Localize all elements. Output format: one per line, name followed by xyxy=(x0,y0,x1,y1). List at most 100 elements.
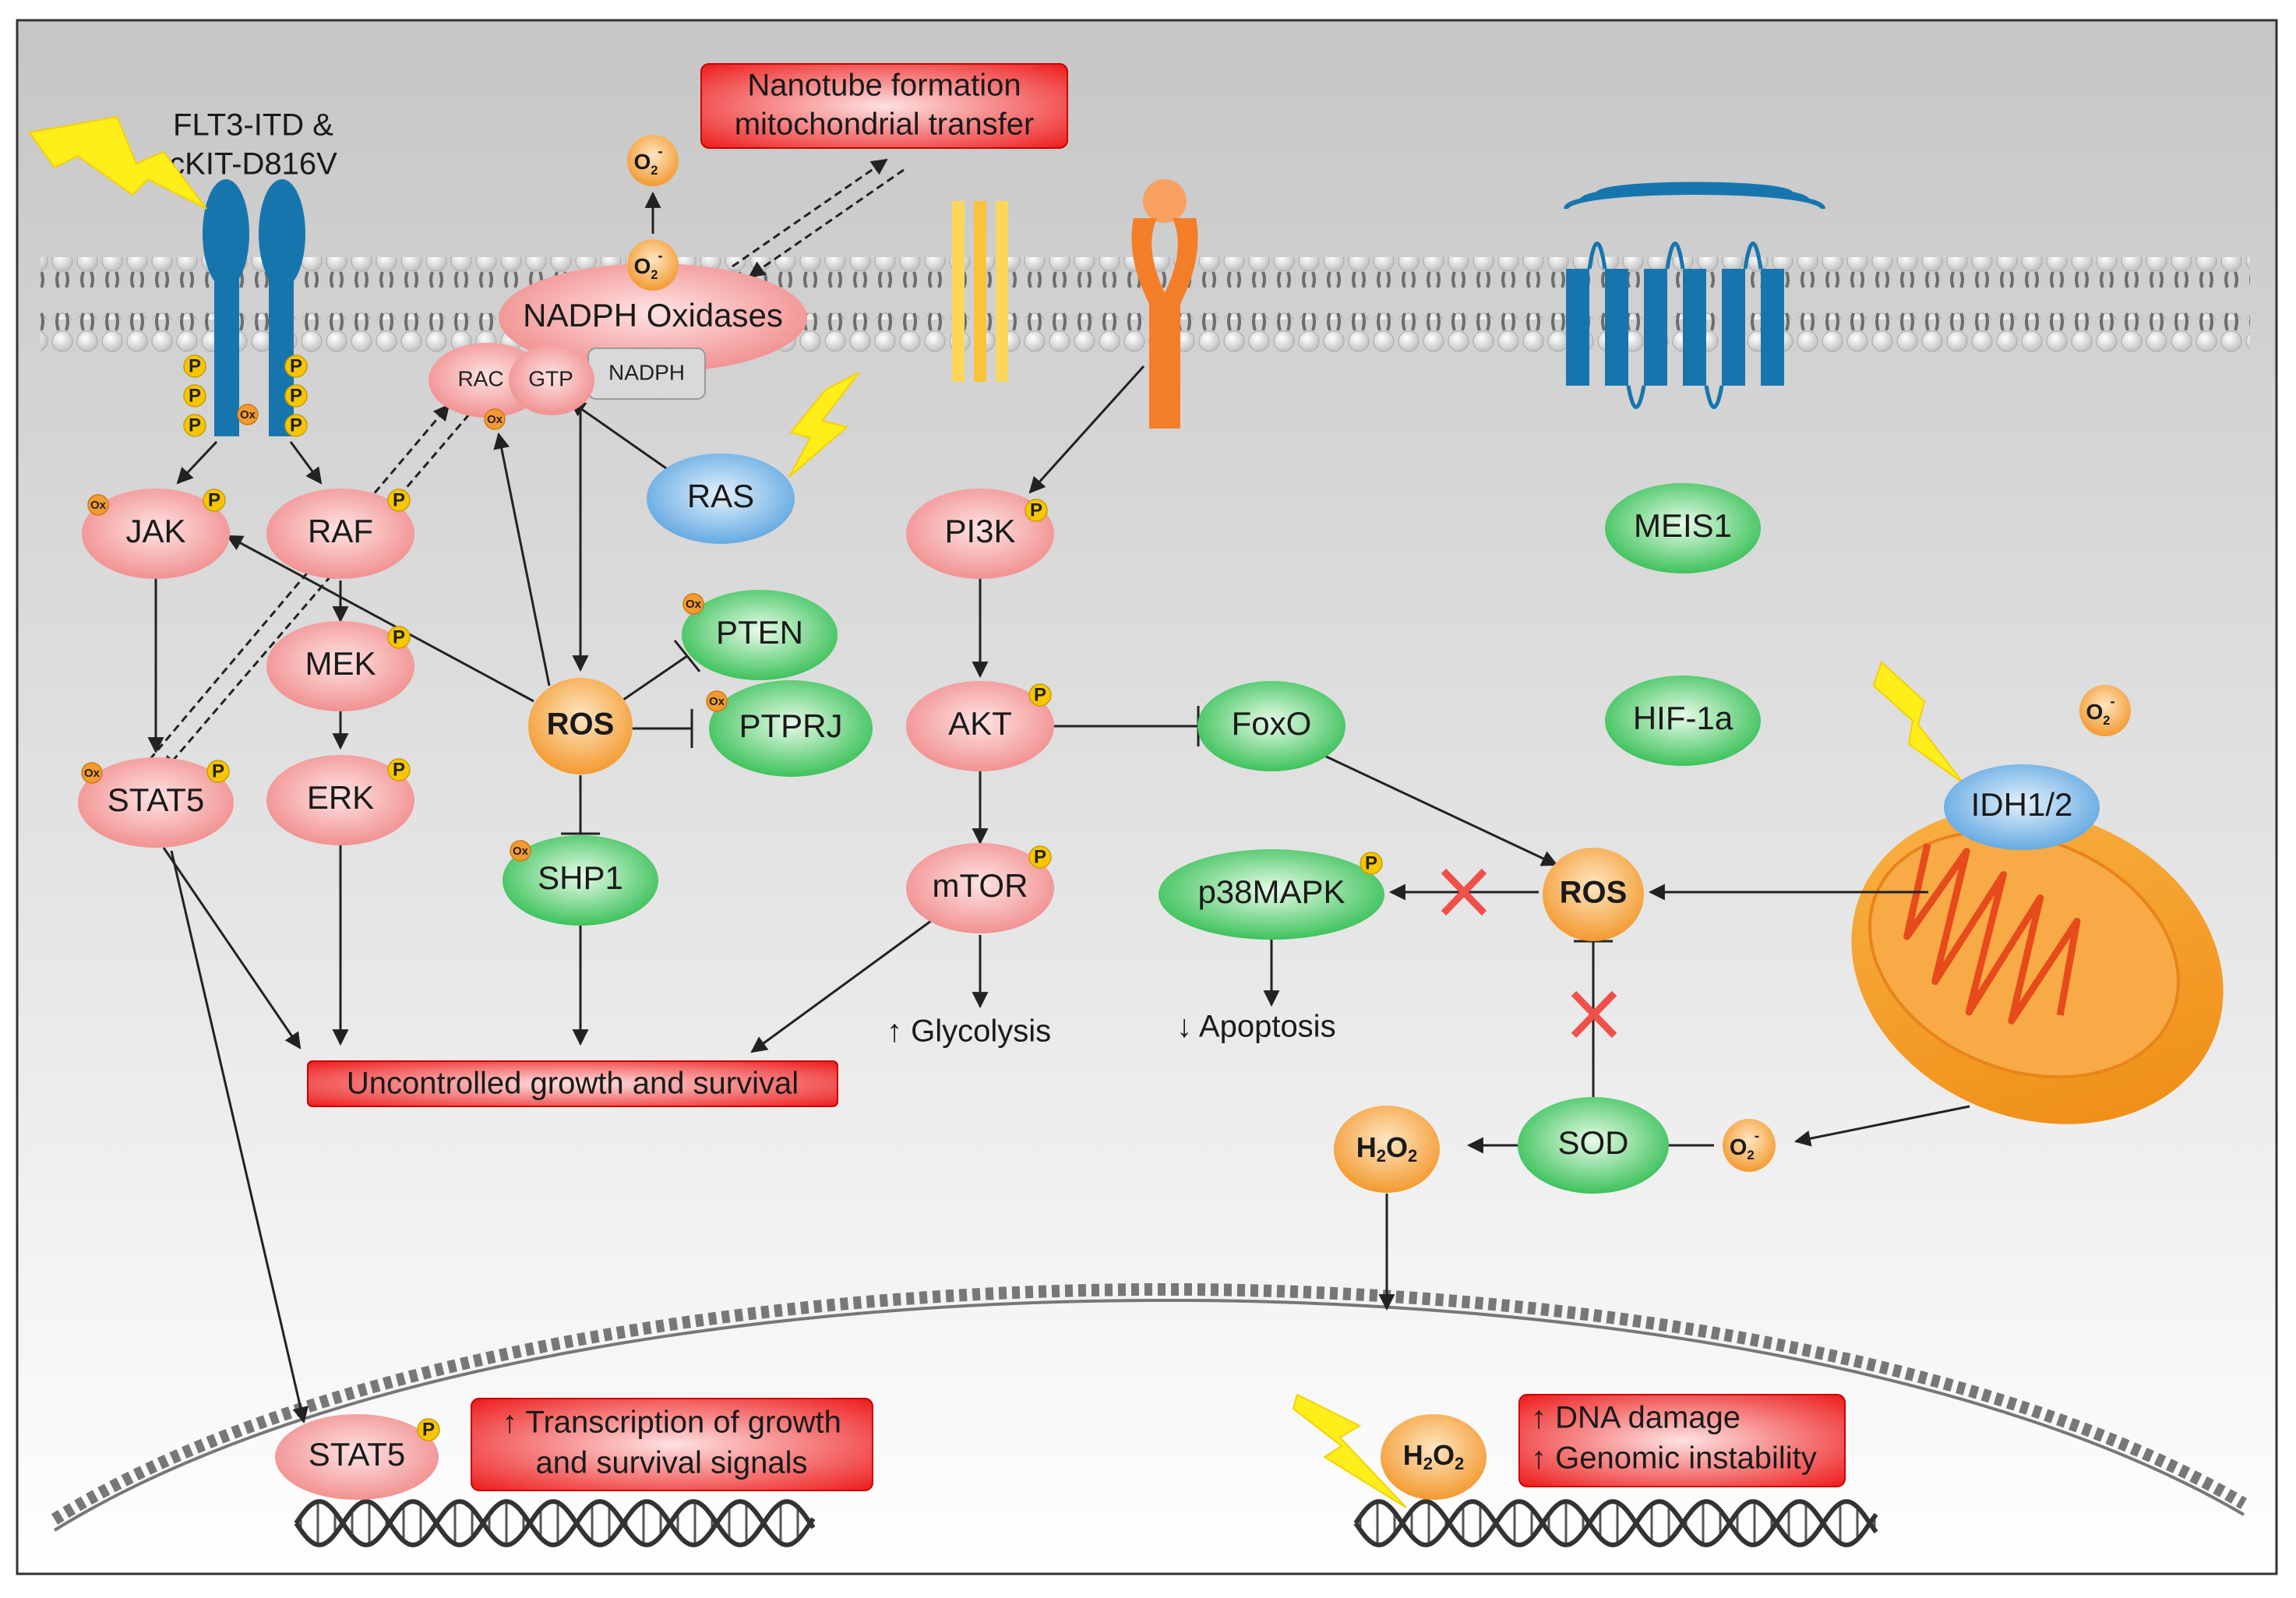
phospho-label: P xyxy=(422,1419,435,1440)
oxidation-label: Ox xyxy=(90,499,107,512)
uncontrolled-growth-text: Uncontrolled growth and survival xyxy=(347,1067,799,1101)
lightning-icon xyxy=(1292,1393,1407,1508)
stat5-node: STAT5 xyxy=(78,757,234,848)
erk-label: ERK xyxy=(307,779,374,816)
h2o2-o: O xyxy=(1386,1131,1408,1163)
foxo-label: FoxO xyxy=(1232,705,1312,742)
sod-label: SOD xyxy=(1557,1124,1628,1161)
h2o2-h: H xyxy=(1403,1439,1423,1471)
mek-node: MEK xyxy=(266,621,414,711)
dna-helix-left xyxy=(294,1499,816,1547)
raf-label: RAF xyxy=(308,513,373,549)
glycolysis-label: ↑ Glycolysis xyxy=(887,1014,1051,1049)
svg-text:H2O2: H2O2 xyxy=(1403,1439,1465,1473)
dna-damage-banner: ↑ DNA damage ↑ Genomic instability xyxy=(1518,1394,1846,1487)
phospho-label: P xyxy=(189,355,201,376)
gtp-label: GTP xyxy=(528,366,573,390)
h2o2-sub2: 2 xyxy=(1455,1454,1464,1473)
superoxide-sup: - xyxy=(658,143,662,159)
superoxide-o: O xyxy=(633,254,651,278)
phospho-label: P xyxy=(1030,499,1042,520)
h2o2-sub1: 2 xyxy=(1423,1454,1433,1473)
h2o2-cytoplasm: H2O2 xyxy=(1334,1106,1440,1193)
oxidation-badge: Ox xyxy=(87,494,109,516)
oxidation-badge: Ox xyxy=(682,593,704,615)
phospho-label: P xyxy=(189,414,201,436)
nanotube-banner-line1: Nanotube formation xyxy=(747,69,1021,103)
dna-damage-line1: ↑ DNA damage xyxy=(1531,1401,1741,1435)
meis1-label: MEIS1 xyxy=(1634,507,1732,544)
pten-label: PTEN xyxy=(716,614,803,651)
svg-text:O2-: O2- xyxy=(2086,693,2114,728)
oxidation-label: Ox xyxy=(487,413,503,426)
ptprj-label: PTPRJ xyxy=(739,707,842,744)
phospho-badge: P xyxy=(387,489,411,512)
phospho-label: P xyxy=(393,626,405,647)
transcription-banner-line1: ↑ Transcription of growth xyxy=(502,1406,841,1440)
h2o2-o: O xyxy=(1433,1439,1455,1471)
p38mapk-label: p38MAPK xyxy=(1197,873,1345,910)
receptor-label-line1: FLT3-ITD & xyxy=(173,108,333,143)
phospho-badge: P xyxy=(1028,683,1052,707)
mek-label: MEK xyxy=(305,645,376,682)
svg-text:O2-: O2- xyxy=(633,248,662,282)
svg-text:O2-: O2- xyxy=(633,143,662,178)
phospho-badge: P xyxy=(183,355,206,378)
oxidation-label: Ox xyxy=(686,598,702,611)
superoxide-sub: 2 xyxy=(1747,1148,1754,1163)
mitochondrion xyxy=(1851,808,2224,1124)
meis1-node: MEIS1 xyxy=(1605,483,1761,573)
svg-text:O2-: O2- xyxy=(1730,1127,1759,1163)
yellow-transmembrane-protein xyxy=(952,201,1008,382)
oxidation-badge: Ox xyxy=(510,840,531,862)
svg-text:H2O2: H2O2 xyxy=(1356,1131,1418,1166)
receptor-label-line2: cKIT-D816V xyxy=(169,147,337,182)
oxidation-badge: Ox xyxy=(706,690,728,712)
phospho-badge: P xyxy=(387,758,411,781)
orange-receptor xyxy=(1131,179,1198,429)
hif1a-node: HIF-1a xyxy=(1605,676,1761,766)
nuclear-membrane xyxy=(51,1282,2248,1532)
superoxide-o: O xyxy=(633,150,651,174)
transcription-banner-line2: and survival signals xyxy=(535,1446,807,1480)
nadph-oxidase-complex: NADPH Oxidases NADPH RAC GTP xyxy=(429,263,807,418)
idh-label: IDH1/2 xyxy=(1971,786,2073,823)
phospho-badge: P xyxy=(387,626,411,649)
superoxide-mito: O2- xyxy=(1723,1119,1776,1172)
oxidation-label: Ox xyxy=(709,695,725,708)
akt-label: AKT xyxy=(948,705,1012,742)
superoxide-sub: 2 xyxy=(2103,714,2110,728)
phospho-badge: P xyxy=(183,414,206,437)
phospho-label: P xyxy=(212,760,224,781)
h2o2-sub1: 2 xyxy=(1377,1146,1386,1166)
transcription-banner: ↑ Transcription of growth and survival s… xyxy=(471,1398,873,1491)
lightning-icon xyxy=(28,115,207,210)
phospho-badge: P xyxy=(1360,852,1383,875)
pi3k-node: PI3K xyxy=(906,489,1054,579)
phospho-label: P xyxy=(393,489,405,510)
oxidation-label: Ox xyxy=(513,845,529,858)
shp1-node: SHP1 xyxy=(503,835,658,926)
akt-node: AKT xyxy=(906,681,1054,771)
superoxide-sup: - xyxy=(1755,1127,1759,1144)
shp1-label: SHP1 xyxy=(538,859,623,896)
ros-right-node: ROS xyxy=(1543,848,1644,941)
lightning-icon xyxy=(1872,661,1964,784)
phospho-label: P xyxy=(290,414,302,436)
idh-node: IDH1/2 xyxy=(1944,764,2100,850)
phospho-badge: P xyxy=(284,414,308,437)
uncontrolled-growth-banner: Uncontrolled growth and survival xyxy=(307,1060,838,1107)
ros-right-label: ROS xyxy=(1560,876,1628,910)
blocked-cross-sod xyxy=(1571,990,1617,1039)
h2o2-nuclear: H2O2 xyxy=(1381,1414,1487,1500)
nanotube-banner: Nanotube formation mitochondrial transfe… xyxy=(700,63,1068,149)
erk-node: ERK xyxy=(266,755,414,845)
superoxide-sup: - xyxy=(658,248,662,263)
dna-damage-line2: ↑ Genomic instability xyxy=(1531,1441,1817,1476)
ros-left-label: ROS xyxy=(547,707,615,742)
superoxide-free: O2- xyxy=(2079,685,2131,736)
flt3-receptor xyxy=(203,179,305,436)
gpcr-receptor xyxy=(1564,182,1825,409)
